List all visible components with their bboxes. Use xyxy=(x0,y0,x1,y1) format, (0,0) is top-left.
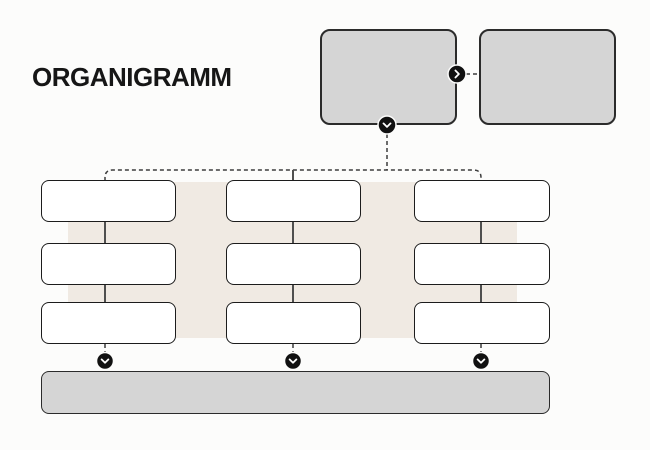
org-node-col3-row2[interactable] xyxy=(414,243,550,285)
chevron-down-icon[interactable] xyxy=(471,351,491,371)
org-node-col1-row3[interactable] xyxy=(41,302,176,344)
org-node-col3-row1[interactable] xyxy=(414,180,550,222)
chevron-down-icon[interactable] xyxy=(283,351,303,371)
bottom-bar-node[interactable] xyxy=(41,371,550,414)
chevron-down-icon[interactable] xyxy=(95,351,115,371)
org-node-col2-row2[interactable] xyxy=(226,243,361,285)
org-node-root[interactable] xyxy=(320,29,457,125)
org-node-col2-row1[interactable] xyxy=(226,180,361,222)
org-node-col1-row1[interactable] xyxy=(41,180,176,222)
org-node-root-sibling[interactable] xyxy=(479,29,616,125)
org-node-col3-row3[interactable] xyxy=(414,302,550,344)
page-title: ORGANIGRAMM xyxy=(32,62,232,92)
org-node-col1-row2[interactable] xyxy=(41,243,176,285)
org-node-col2-row3[interactable] xyxy=(226,302,361,344)
